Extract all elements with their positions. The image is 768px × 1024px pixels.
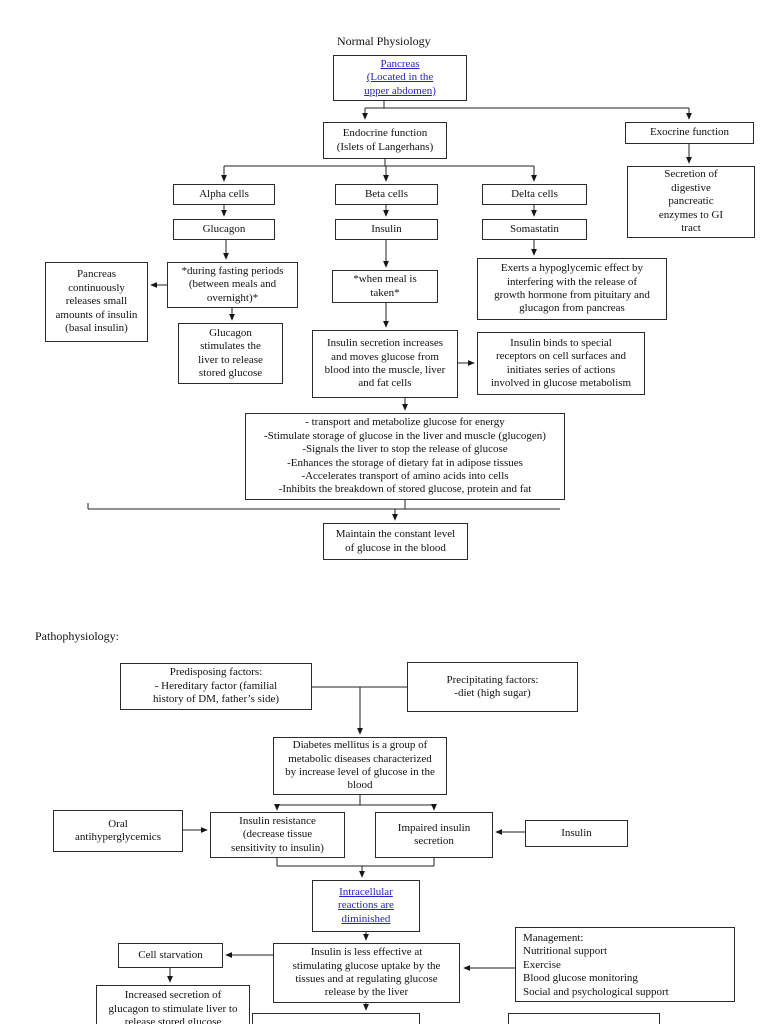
section-title-normal-physiology: Normal Physiology xyxy=(337,34,431,48)
node-oral-antihyperglycemics: Oral antihyperglycemics xyxy=(53,810,183,852)
node-hypoglycemic-effect: Exerts a hypoglycemic effect by interfer… xyxy=(477,258,667,320)
node-intracellular-link[interactable]: Intracellular reactions are diminished xyxy=(312,880,420,932)
node-cell-starvation: Cell starvation xyxy=(118,943,223,968)
node-insulin: Insulin xyxy=(335,219,438,240)
node-endocrine-function: Endocrine function (Islets of Langerhans… xyxy=(323,122,447,159)
node-beta-cells: Beta cells xyxy=(335,184,438,205)
node-bottom-right-cutoff xyxy=(508,1013,660,1024)
node-glucagon: Glucagon xyxy=(173,219,275,240)
node-glucagon-stimulates-liver: Glucagon stimulates the liver to release… xyxy=(178,323,283,384)
node-predisposing-factors: Predisposing factors: - Hereditary facto… xyxy=(120,663,312,710)
node-alpha-cells: Alpha cells xyxy=(173,184,275,205)
node-somastatin: Somastatin xyxy=(482,219,587,240)
node-insulin-actions-list: - transport and metabolize glucose for e… xyxy=(245,413,565,500)
node-insulin-treatment: Insulin xyxy=(525,820,628,847)
node-when-meal-taken: *when meal is taken* xyxy=(332,270,438,303)
node-bottom-middle-cutoff xyxy=(252,1013,420,1024)
node-basal-insulin: Pancreas continuously releases small amo… xyxy=(45,262,148,342)
node-precipitating-factors: Precipitating factors: -diet (high sugar… xyxy=(407,662,578,712)
node-diabetes-mellitus-definition: Diabetes mellitus is a group of metaboli… xyxy=(273,737,447,795)
node-during-fasting: *during fasting periods (between meals a… xyxy=(167,262,298,308)
intracellular-link-text[interactable]: Intracellular reactions are diminished xyxy=(338,885,394,925)
node-exocrine-function: Exocrine function xyxy=(625,122,754,144)
node-insulin-resistance: Insulin resistance (decrease tissue sens… xyxy=(210,812,345,858)
node-insulin-binds-receptors: Insulin binds to special receptors on ce… xyxy=(477,332,645,395)
pancreas-link-text[interactable]: Pancreas (Located in the upper abdomen) xyxy=(364,57,436,97)
node-maintain-glucose-level: Maintain the constant level of glucose i… xyxy=(323,523,468,560)
node-secretion-digestive-enzymes: Secretion of digestive pancreatic enzyme… xyxy=(627,166,755,238)
node-delta-cells: Delta cells xyxy=(482,184,587,205)
node-management: Management: Nutritional support Exercise… xyxy=(515,927,735,1002)
node-increased-glucagon-secretion: Increased secretion of glucagon to stimu… xyxy=(96,985,250,1024)
node-impaired-insulin-secretion: Impaired insulin secretion xyxy=(375,812,493,858)
section-title-pathophysiology: Pathophysiology: xyxy=(35,629,120,643)
node-insulin-secretion-increases: Insulin secretion increases and moves gl… xyxy=(312,330,458,398)
node-pancreas-link[interactable]: Pancreas (Located in the upper abdomen) xyxy=(333,55,467,101)
node-insulin-less-effective: Insulin is less effective at stimulating… xyxy=(273,943,460,1003)
